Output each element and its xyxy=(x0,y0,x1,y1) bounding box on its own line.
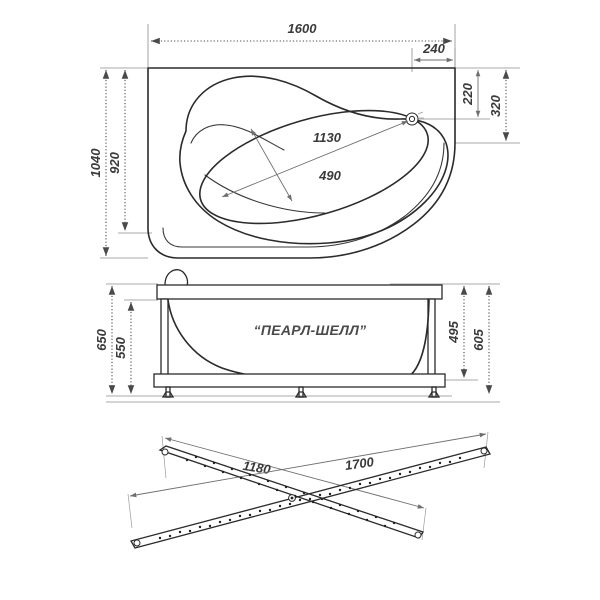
bathtub-bowl-outline xyxy=(179,75,449,245)
bathtub-bowl-seat-contour xyxy=(204,174,326,214)
frame-brace-a xyxy=(158,445,425,539)
dimension-1700: 1700 xyxy=(129,432,487,498)
dimension-490: 490 xyxy=(250,128,342,202)
dimension-605: 605 xyxy=(471,286,493,394)
model-name-label: “ПЕАРЛ-ШЕЛЛ” xyxy=(254,322,367,338)
frame-center-bolt xyxy=(288,494,296,502)
dimension-label-1130: 1130 xyxy=(313,130,342,145)
dimension-label-1600: 1600 xyxy=(288,21,318,36)
dimension-240: 240 xyxy=(414,41,453,63)
bathtub-top-rim xyxy=(156,284,443,300)
dimension-label-1040: 1040 xyxy=(88,148,103,178)
frame-extension-lines xyxy=(127,431,489,541)
bathtub-outer-rim xyxy=(147,67,456,259)
dimension-label-920: 920 xyxy=(107,151,122,173)
dimension-495: 495 xyxy=(446,286,468,378)
dimension-1040: 1040 xyxy=(88,70,110,256)
bathtub-bowl-inner-contour xyxy=(190,124,285,151)
front-elevation-bathtub: 650 550 495 605 xyxy=(94,269,500,403)
adjustable-leg-left xyxy=(161,386,175,398)
bathtub-well-ellipse xyxy=(199,109,429,225)
dimension-label-490: 490 xyxy=(318,168,341,183)
dimension-920: 920 xyxy=(107,70,129,231)
dimension-1600: 1600 xyxy=(151,21,452,45)
dimension-320: 320 xyxy=(488,70,510,141)
frame-post-left xyxy=(160,298,169,376)
brace-b-hole-row xyxy=(158,456,462,540)
dimension-label-495: 495 xyxy=(446,320,461,343)
dimension-label-605: 605 xyxy=(471,328,486,350)
dimension-220: 220 xyxy=(460,70,481,117)
dimension-label-1180: 1180 xyxy=(242,458,273,477)
dimension-label-240: 240 xyxy=(422,41,445,56)
frame-base-bar xyxy=(153,373,446,388)
faucet-spout xyxy=(164,269,189,286)
dimension-label-1700: 1700 xyxy=(344,454,375,473)
dimension-550: 550 xyxy=(113,302,135,394)
top-view-bathtub-plan: 1600 240 220 320 1040 920 xyxy=(88,21,520,259)
dimension-label-320: 320 xyxy=(488,94,503,116)
support-frame-plan: 1180 1700 xyxy=(127,431,491,549)
dimension-650: 650 xyxy=(94,286,116,394)
frame-brace-b xyxy=(130,446,491,549)
adjustable-leg-center xyxy=(294,386,308,398)
adjustable-leg-right xyxy=(427,386,441,398)
bathtub-inner-rim-contour xyxy=(162,142,445,248)
dimension-label-550: 550 xyxy=(113,336,128,358)
plan-extension-lines xyxy=(100,24,520,259)
drain-outlet xyxy=(405,111,424,126)
bathtub-body-profile xyxy=(167,299,430,382)
dimension-label-650: 650 xyxy=(94,328,109,350)
brace-a-hole-row xyxy=(185,455,396,528)
dimension-label-220: 220 xyxy=(460,82,475,105)
